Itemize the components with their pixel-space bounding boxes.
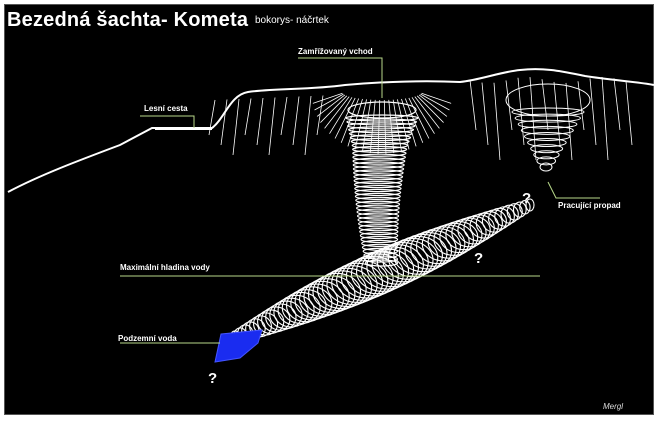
diagram-frame: [4, 4, 654, 415]
label-max-water-level: Maximální hladina vody: [120, 263, 210, 272]
label-forest-path: Lesní cesta: [144, 104, 188, 113]
terrain-surface: [7, 68, 655, 193]
underground-water: [214, 329, 263, 363]
diagram-subtitle: bokorys- náčrtek: [255, 15, 329, 26]
vertical-shaft: [345, 101, 419, 267]
author-signature: Mergl: [603, 402, 624, 411]
leader-forest-path: [140, 115, 195, 128]
leader-entrance: [298, 57, 383, 98]
unknown-mark-sinkhole: ?: [522, 190, 532, 207]
unknown-mark-tunnel: ?: [474, 250, 484, 267]
diagram-title: Bezedná šachta- Kometa: [7, 9, 249, 31]
label-barred-entrance: Zamřížovaný vchod: [298, 47, 373, 56]
label-active-sinkhole: Pracující propad: [558, 201, 621, 210]
active-sinkhole-cone: [505, 83, 591, 172]
label-underground-water: Podzemní voda: [118, 334, 177, 343]
unknown-mark-bottom: ?: [208, 370, 218, 387]
sloping-tunnel: [225, 198, 535, 347]
leader-sinkhole: [547, 181, 600, 199]
